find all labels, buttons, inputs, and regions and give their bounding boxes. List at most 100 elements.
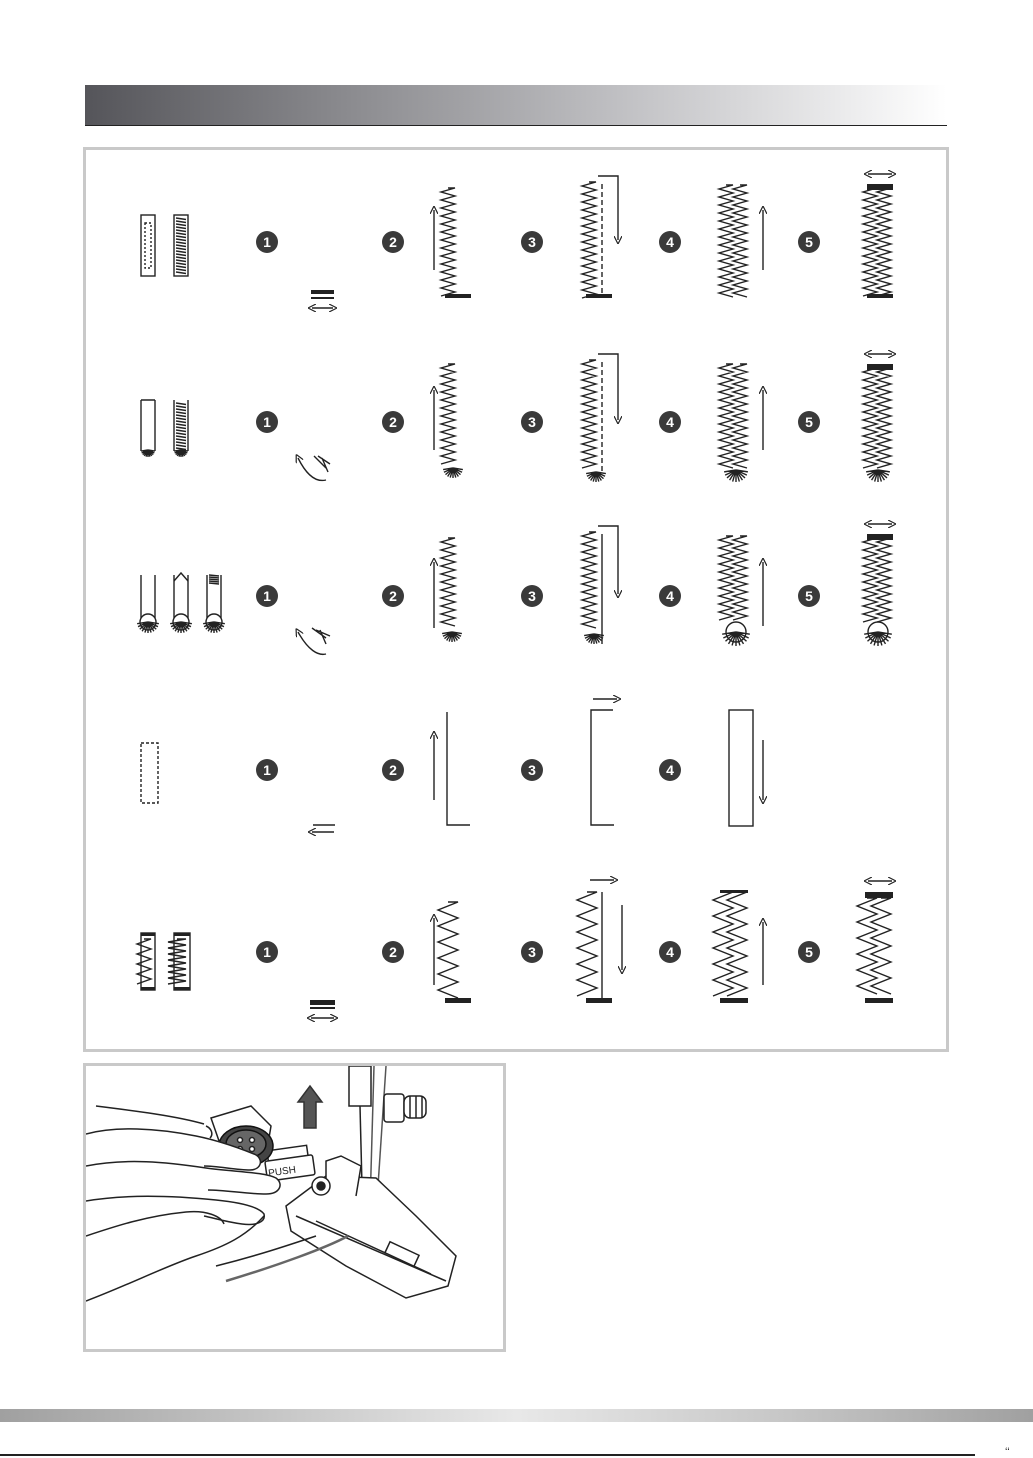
step-badge-4: 4 [659, 585, 681, 607]
step-number: 5 [805, 588, 813, 604]
bartack [867, 184, 893, 190]
satin-column [719, 536, 733, 620]
step-badge-1: 1 [256, 941, 278, 963]
round-end-stitches [866, 470, 890, 482]
step-number: 4 [666, 762, 674, 778]
satin-column [863, 188, 877, 296]
step-number: 1 [263, 762, 271, 778]
step-badge-1: 1 [256, 231, 278, 253]
step-number: 3 [528, 414, 536, 430]
round-end-stitches [170, 622, 192, 633]
round-end-stitches [864, 632, 892, 646]
buttonhole-foot-photo: PUSH [83, 1063, 506, 1352]
round-end-stitches [722, 632, 750, 646]
step-number: 4 [666, 234, 674, 250]
step-badge-1: 1 [256, 759, 278, 781]
step-number: 2 [389, 234, 397, 250]
satin-column [582, 182, 596, 298]
down-arrow-icon [598, 526, 618, 594]
satin-column [733, 536, 747, 620]
bartack [311, 297, 334, 299]
step-badge-2: 2 [382, 759, 404, 781]
step-badge-1: 1 [256, 411, 278, 433]
footer-bar [0, 1409, 1033, 1422]
section-header-bar [85, 85, 947, 126]
step-badge-4: 4 [659, 231, 681, 253]
bartack [865, 892, 893, 898]
sample-buttonhole [141, 215, 155, 276]
step-number: 2 [389, 588, 397, 604]
step-number: 4 [666, 944, 674, 960]
bartack [174, 987, 190, 990]
satin-column [582, 360, 596, 468]
stretch-zigzag [438, 902, 458, 998]
step-number: 5 [805, 414, 813, 430]
sample-buttonhole [141, 400, 155, 451]
straight-stitch-line [591, 710, 614, 825]
step-number: 4 [666, 414, 674, 430]
step-badge-1: 1 [256, 585, 278, 607]
down-arrow-icon [598, 176, 618, 240]
straight-stitch-rectangle [729, 710, 753, 826]
step-badge-5: 5 [798, 411, 820, 433]
step-number: 2 [389, 762, 397, 778]
step-number: 1 [263, 588, 271, 604]
straight-stitch-line [447, 712, 470, 825]
satin-column [441, 364, 455, 464]
keyhole-mark [312, 628, 330, 644]
satin-column [733, 364, 747, 468]
bartack [141, 933, 155, 936]
step-badge-5: 5 [798, 231, 820, 253]
bartack [445, 294, 471, 298]
bartack [865, 998, 893, 1003]
step-number: 3 [528, 762, 536, 778]
sample-satin [176, 218, 186, 274]
step-badge-3: 3 [521, 585, 543, 607]
footer-rule [0, 1454, 975, 1456]
sample-buttonhole [141, 575, 155, 618]
satin-column [863, 538, 877, 622]
bartack [586, 998, 612, 1003]
round-end-stitches [141, 450, 155, 457]
satin-column [877, 368, 891, 468]
satin-column [441, 538, 455, 626]
round-end-stitches [137, 622, 159, 633]
step-badge-4: 4 [659, 759, 681, 781]
step-number: 1 [263, 414, 271, 430]
step-number: 2 [389, 944, 397, 960]
step-number: 3 [528, 234, 536, 250]
round-end-stitches [584, 634, 604, 644]
step-number: 3 [528, 944, 536, 960]
bartack [867, 364, 893, 370]
bartack-mark [310, 1000, 335, 1005]
satin-column [719, 185, 733, 297]
step-badge-4: 4 [659, 411, 681, 433]
round-end-stitches [443, 468, 463, 478]
step-badge-5: 5 [798, 585, 820, 607]
round-end-stitches [203, 622, 225, 633]
curved-arrow-icon [298, 458, 326, 480]
step-badge-2: 2 [382, 941, 404, 963]
rounded-end-mark [314, 456, 330, 472]
hand-inserting-button-illustration: PUSH [86, 1066, 503, 1349]
bartack [867, 534, 893, 540]
bartack [586, 294, 612, 298]
page-mark: ‘‘ [1005, 1446, 1010, 1458]
bartack [720, 890, 748, 893]
satin-column [582, 532, 596, 628]
step-badge-2: 2 [382, 411, 404, 433]
step-badge-3: 3 [521, 411, 543, 433]
down-arrow-icon [598, 354, 618, 420]
bartack [141, 987, 155, 990]
step-badge-2: 2 [382, 585, 404, 607]
step-number: 4 [666, 588, 674, 604]
bartack-mark [311, 290, 334, 294]
sample-buttonhole [141, 743, 158, 803]
sample-buttonhole-inner [145, 223, 151, 268]
sample-buttonhole [174, 575, 188, 618]
bartack [720, 998, 748, 1003]
step-number: 1 [263, 234, 271, 250]
bartack [310, 1007, 335, 1009]
